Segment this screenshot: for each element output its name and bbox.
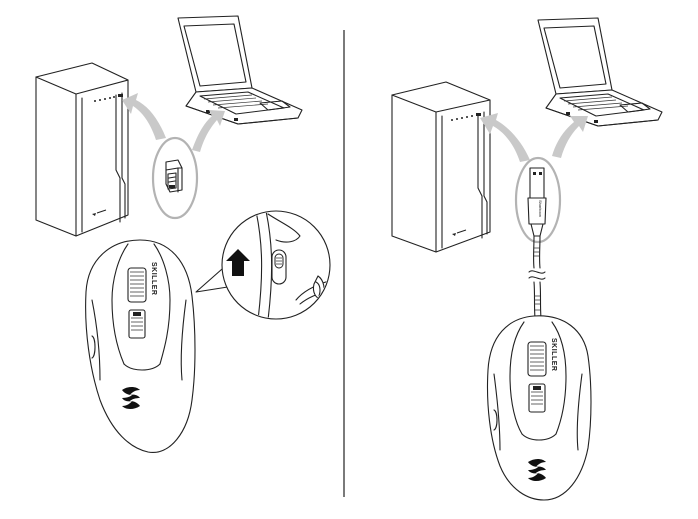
switch-detail-callout [221,210,331,320]
arrow-receiver-to-laptop [192,110,225,152]
arrow-pc-to-receiver [122,93,166,140]
wireless-panel: SKILLER [35,15,331,453]
scroll-wheel [127,267,147,303]
arrow-pc-to-plug [480,113,530,162]
receiver-highlight-ring [151,136,199,220]
wired-panel: Sharkoon SKILLER [391,17,663,501]
arrow-plug-to-laptop [552,116,588,158]
cable-brand-label: Sharkoon [538,200,543,217]
usb-receiver-icon [165,159,183,193]
mouse-brand-label: SKILLER [550,338,557,371]
scroll-wheel [527,341,547,377]
dpi-button [128,309,146,339]
plug-highlight-ring [514,156,562,244]
shark-logo-icon [122,387,140,409]
pc-tower-icon [35,62,129,237]
pc-tower-icon [391,81,491,253]
dpi-button [528,383,546,413]
shark-logo-icon [528,459,546,481]
laptop-icon [537,17,663,127]
arrow-up-icon [226,249,250,276]
laptop-icon [177,15,303,125]
gaming-mouse-icon: SKILLER [85,239,196,453]
usb-cable-icon: Sharkoon [527,167,547,319]
mouse-brand-label: SKILLER [150,262,157,295]
gaming-mouse-icon: SKILLER [486,315,592,501]
